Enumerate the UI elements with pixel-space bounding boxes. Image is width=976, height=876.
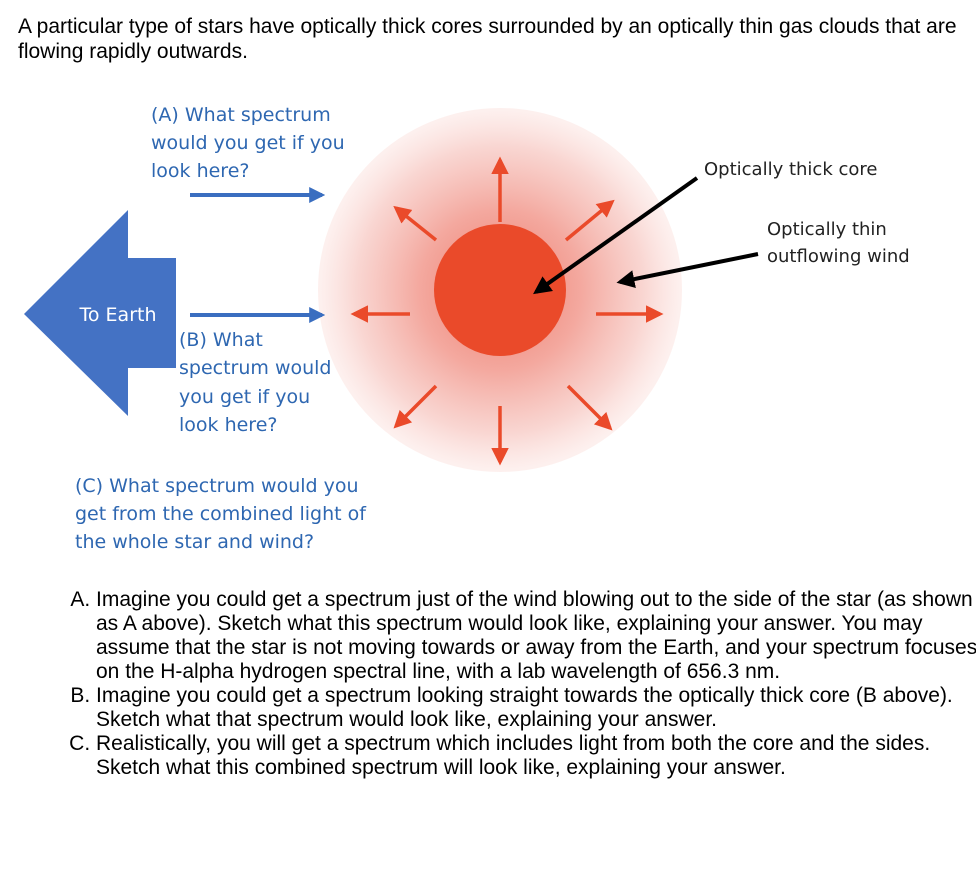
question-b-text: Imagine you could get a spectrum looking… [96, 684, 976, 732]
question-a-text: Imagine you could get a spectrum just of… [96, 588, 976, 684]
question-c-label: (C) What spectrum would you get from the… [75, 475, 372, 553]
outflow-arrows [350, 156, 664, 466]
outflow-arrow-up-right [564, 199, 615, 242]
outflow-arrow-up-left [393, 205, 438, 242]
intro-text: A particular type of stars have opticall… [18, 15, 957, 63]
question-list: Imagine you could get a spectrum just of… [48, 588, 976, 780]
wind-label: Optically thin outflowing wind [767, 219, 910, 267]
to-earth-label: To Earth [79, 304, 157, 326]
to-earth-arrow [24, 210, 176, 416]
optically-thick-core [434, 224, 566, 356]
outflow-arrow-down-right [566, 384, 613, 431]
star-wind-diagram: To Earth (A) What spectrum would you get… [24, 104, 910, 553]
wind-pointer-arrow [616, 252, 759, 288]
core-label: Optically thick core [704, 159, 877, 180]
question-b-label: (B) What spectrum would you get if you l… [179, 329, 338, 436]
question-a-label: (A) What spectrum would you get if you l… [151, 104, 351, 182]
question-c-text: Realistically, you will get a spectrum w… [96, 732, 976, 780]
core-pointer-arrow [533, 176, 699, 295]
outflow-arrow-down-left [393, 384, 438, 429]
